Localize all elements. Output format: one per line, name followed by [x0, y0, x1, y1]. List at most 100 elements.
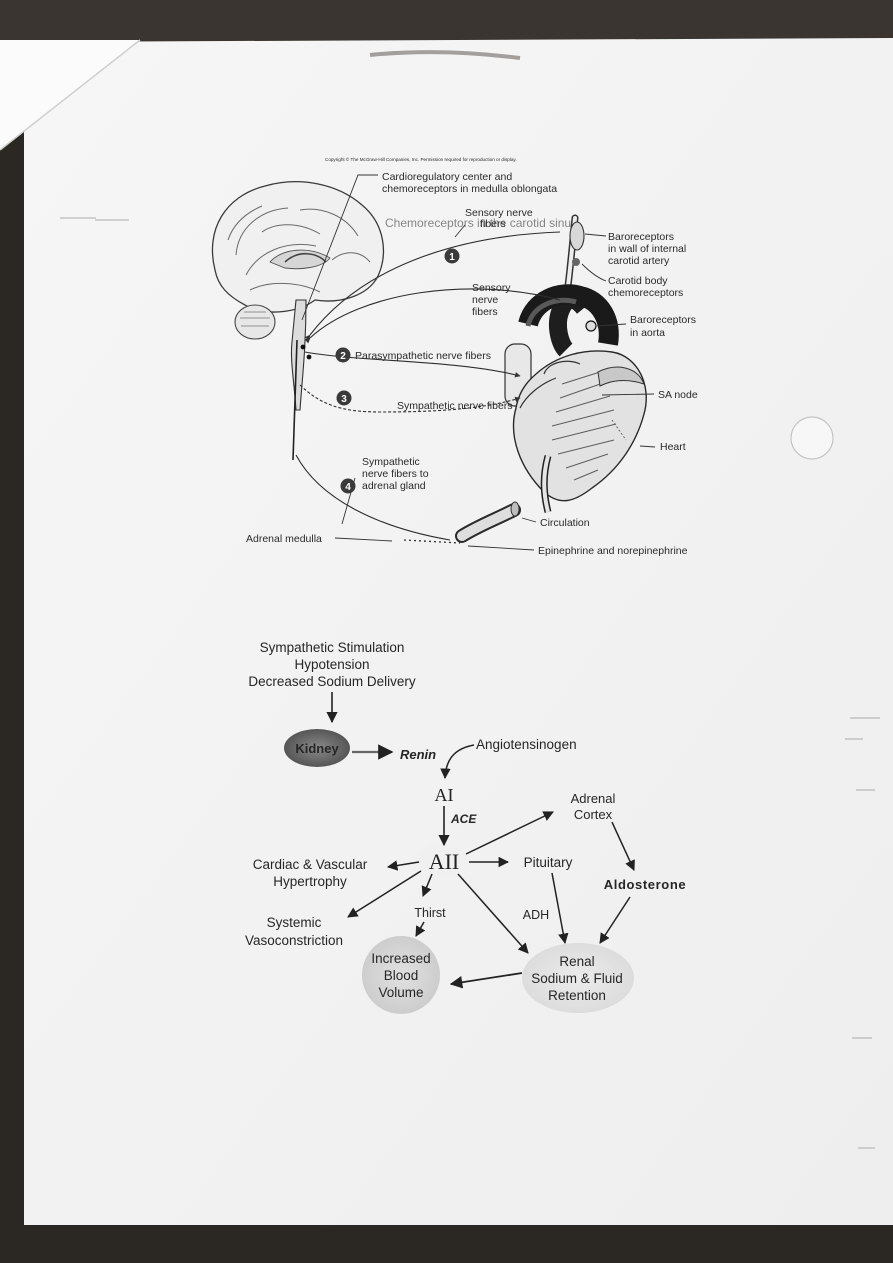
- adrenal-secretion-dots: [403, 539, 461, 544]
- systemic-label-2: Vasoconstriction: [245, 933, 343, 948]
- blood-volume-label-1: Increased: [371, 951, 430, 966]
- label-adrenal-medulla: Adrenal medulla: [246, 533, 322, 545]
- renal-retention-node: [522, 943, 634, 1013]
- leader-carotid-body: [581, 263, 607, 282]
- adrenal-cortex-label-2: Cortex: [574, 807, 613, 822]
- step-marker-1: 1: [444, 248, 460, 264]
- brain-illustration: [211, 181, 384, 411]
- parasympathetic-nerve: [304, 351, 521, 378]
- ace-label: ACE: [450, 812, 477, 826]
- label-baro-carotid-3: carotid artery: [608, 255, 670, 267]
- arrow-angiotensinogen-to-ai: [440, 744, 475, 780]
- pituitary-label: Pituitary: [524, 855, 573, 870]
- heart-illustration: [504, 284, 647, 513]
- kidney-node: [284, 729, 350, 767]
- svg-text:3: 3: [341, 394, 347, 405]
- margin-specks: [60, 217, 880, 1149]
- svg-text:2: 2: [340, 351, 346, 362]
- step-marker-3: 3: [336, 390, 352, 406]
- leader-circulation: [521, 517, 537, 523]
- label-carotid-body-2: chemoreceptors: [608, 287, 683, 299]
- arrow-pituitary-to-renal: [551, 872, 569, 945]
- leader-sensory-upper: [454, 224, 466, 238]
- trigger-hypotension: Hypotension: [294, 657, 369, 672]
- svg-text:4: 4: [345, 482, 351, 493]
- angiotensinogen-label: Angiotensinogen: [476, 737, 577, 752]
- circulation-vessel: [455, 501, 521, 543]
- leader-adrenal-medulla: [334, 537, 393, 542]
- trigger-sympathetic: Sympathetic Stimulation: [260, 640, 405, 655]
- arrow-aii-to-cardiac: [386, 860, 420, 871]
- ai-label: AI: [435, 785, 454, 805]
- sympathetic-nerve: [299, 384, 521, 413]
- anatomy-illustration: 1 2 3 4 Cardioregulatory center and chem…: [211, 171, 698, 557]
- adh-label: ADH: [523, 908, 549, 922]
- renin-label: Renin: [400, 747, 436, 762]
- renal-label-2: Sodium & Fluid: [531, 971, 623, 986]
- leader-baro-carotid: [584, 233, 607, 237]
- leader-baro-aorta: [596, 323, 627, 327]
- leader-epinephrine: [467, 545, 535, 551]
- label-heart: Heart: [660, 441, 686, 453]
- label-sensory-upper-2: fibers: [480, 218, 506, 230]
- sensory-nerve-upper: [304, 231, 561, 341]
- blood-volume-label-3: Volume: [378, 985, 423, 1000]
- raas-flowchart: Sympathetic Stimulation Hypotension Decr…: [245, 640, 686, 1014]
- fold-edge: [0, 39, 141, 151]
- aldosterone-label: Aldosterone: [604, 877, 686, 892]
- arrow-aldosterone-to-renal: [599, 896, 631, 944]
- trigger-sodium: Decreased Sodium Delivery: [248, 674, 416, 689]
- arrow-aii-to-adrenal: [465, 811, 554, 855]
- punch-hole-icon: [790, 416, 834, 460]
- spinal-cord: [292, 339, 298, 461]
- renal-label-3: Retention: [548, 988, 606, 1003]
- blood-volume-label-2: Blood: [384, 968, 419, 983]
- nerve-node: [300, 344, 306, 350]
- label-sympathetic: Sympathetic nerve fibers: [397, 400, 513, 412]
- nerve-node: [306, 354, 312, 360]
- systemic-label-1: Systemic: [267, 915, 322, 930]
- label-sensory-lower-2: nerve: [472, 294, 498, 306]
- bottom-edge: [0, 1225, 893, 1263]
- arrow-renal-to-blood: [449, 972, 523, 989]
- label-cardio-center-1: Cardioregulatory center and: [382, 171, 512, 183]
- label-sensory-upper-1: Sensory nerve: [465, 207, 533, 219]
- arrow-thirst-to-blood: [415, 921, 426, 937]
- top-smudge: [369, 50, 521, 60]
- leader-sa-node: [601, 393, 655, 396]
- cardiac-label-1: Cardiac & Vascular: [253, 857, 368, 872]
- label-baro-aorta-2: in aorta: [630, 327, 665, 339]
- arrow-aii-to-renal: [457, 873, 529, 954]
- label-sensory-lower-3: fibers: [472, 306, 498, 318]
- aii-node-halo: [418, 844, 466, 876]
- arrow-aii-to-systemic: [347, 870, 422, 918]
- arrow-aii-to-thirst: [421, 873, 433, 897]
- label-circulation: Circulation: [540, 517, 590, 529]
- arrow-adrenal-to-aldosterone: [611, 821, 635, 871]
- label-symp-adrenal-2: nerve fibers to: [362, 468, 429, 480]
- label-baro-carotid-2: in wall of internal: [608, 243, 686, 255]
- kidney-label: Kidney: [295, 741, 339, 756]
- showthrough-text: Chemoreceptors in the carotid sinus: [385, 216, 577, 230]
- aii-label: AII: [429, 849, 460, 874]
- label-parasympathetic: Parasympathetic nerve fibers: [355, 350, 491, 362]
- label-symp-adrenal-1: Sympathetic: [362, 456, 420, 468]
- blood-volume-node: [362, 936, 440, 1014]
- label-cardio-center-2: chemoreceptors in medulla oblongata: [382, 183, 557, 195]
- label-sa-node: SA node: [658, 389, 698, 401]
- adrenal-nerve: [295, 454, 451, 541]
- leader-cardio-center: [301, 174, 378, 321]
- svg-text:1: 1: [449, 252, 455, 263]
- label-sensory-lower-1: Sensory: [472, 282, 511, 294]
- thirst-label: Thirst: [414, 906, 446, 920]
- renal-label-1: Renal: [559, 954, 594, 969]
- label-carotid-body-1: Carotid body: [608, 275, 668, 287]
- copyright-text: Copyright © The McGraw-Hill Companies, I…: [325, 156, 517, 162]
- step-marker-2: 2: [335, 347, 351, 363]
- adrenal-cortex-label-1: Adrenal: [571, 791, 616, 806]
- label-symp-adrenal-3: adrenal gland: [362, 480, 426, 492]
- label-epinephrine: Epinephrine and norepinephrine: [538, 545, 688, 557]
- cardiac-label-2: Hypertrophy: [273, 874, 347, 889]
